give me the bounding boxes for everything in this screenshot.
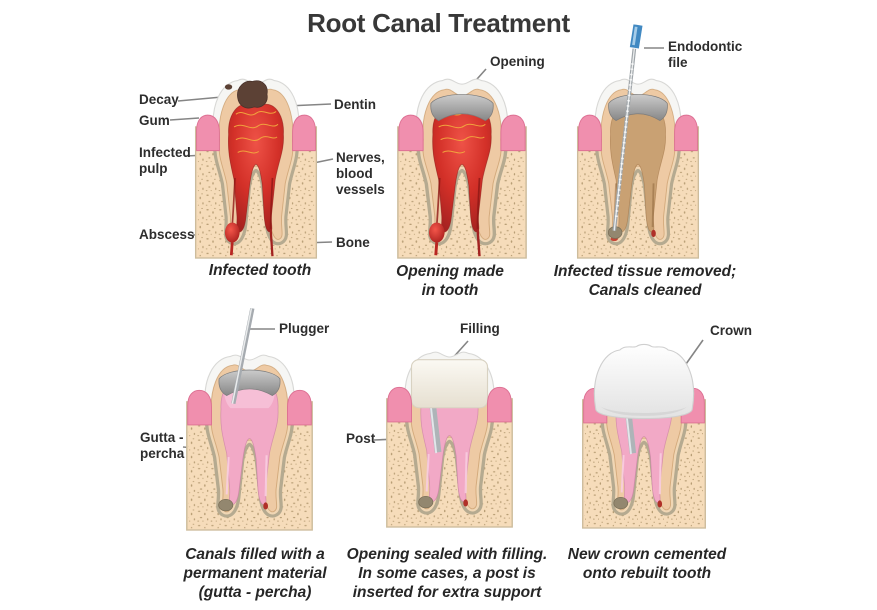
illustration-opening-made bbox=[394, 76, 530, 259]
caption-step-4: Canals filled with a permanent material … bbox=[183, 546, 327, 601]
label-dentin: Dentin bbox=[334, 97, 376, 112]
label-abscess: Abscess bbox=[139, 227, 195, 242]
label-gutta-percha: Gutta - percha bbox=[140, 430, 185, 461]
tooth-svg bbox=[186, 308, 313, 531]
label-opening: Opening bbox=[490, 54, 545, 69]
illustration-crown-cemented bbox=[579, 343, 709, 529]
tooth-svg bbox=[582, 343, 706, 529]
caption-step-2: Opening made in tooth bbox=[396, 263, 504, 299]
tooth-svg bbox=[194, 78, 318, 259]
illustration-infected-tooth bbox=[192, 76, 320, 259]
label-crown: Crown bbox=[710, 323, 752, 338]
tooth-svg bbox=[576, 24, 700, 259]
label-post: Post bbox=[346, 431, 376, 446]
page-title: Root Canal Treatment bbox=[307, 8, 570, 38]
tooth-svg bbox=[386, 351, 513, 528]
label-plugger: Plugger bbox=[279, 321, 330, 336]
caption-step-1: Infected tooth bbox=[208, 262, 312, 279]
label-infected-pulp: Infected pulp bbox=[139, 145, 191, 176]
caption-step-5: Opening sealed with filling. In some cas… bbox=[346, 546, 548, 601]
label-filling: Filling bbox=[460, 321, 500, 336]
illustration-canals-filled bbox=[183, 308, 316, 531]
label-bone: Bone bbox=[336, 235, 370, 250]
label-nerves: Nerves, blood vessels bbox=[336, 150, 385, 197]
caption-step-3: Infected tissue removed; Canals cleaned bbox=[553, 263, 737, 299]
label-gum: Gum bbox=[139, 113, 170, 128]
illustration-opening-sealed bbox=[383, 349, 516, 528]
label-endodontic-file: Endodontic file bbox=[668, 39, 743, 70]
caption-step-6: New crown cemented onto rebuilt tooth bbox=[567, 546, 727, 582]
illustration-canals-cleaned bbox=[574, 24, 702, 259]
label-decay: Decay bbox=[139, 92, 179, 107]
tooth-svg bbox=[397, 78, 527, 259]
